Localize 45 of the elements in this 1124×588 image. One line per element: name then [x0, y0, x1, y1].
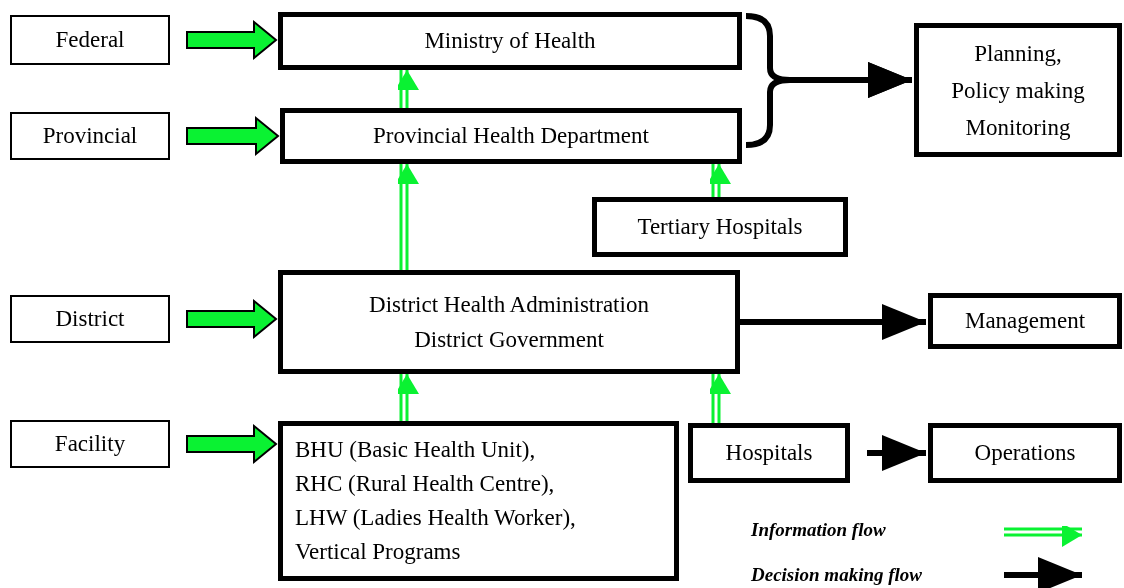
level-label-box [10, 420, 170, 468]
double-arrow [395, 68, 419, 110]
node-text: Policy making [951, 76, 1085, 105]
node-text: District Health Administration [369, 291, 649, 319]
process-box [280, 108, 742, 164]
node-text: Facility [54, 430, 126, 458]
level-label-box [10, 295, 170, 343]
double-arrow [395, 162, 419, 272]
node-text: BHU (Basic Health Unit), [295, 436, 536, 464]
node-text: Monitoring [965, 113, 1071, 142]
process-box [914, 23, 1122, 157]
node-text: Tertiary Hospitals [637, 213, 803, 241]
block-arrow [186, 298, 278, 340]
node-text: Vertical Programs [295, 538, 461, 566]
node-text: District Government [414, 326, 604, 354]
process-box [928, 423, 1122, 483]
process-box [688, 423, 850, 483]
node-text: Provincial [42, 122, 138, 150]
node-text: Management [964, 307, 1086, 335]
block-arrow [186, 19, 278, 61]
node-text: Operations [974, 439, 1076, 467]
process-box [592, 197, 848, 257]
node-text: Hospitals [725, 439, 813, 467]
double-arrow [707, 372, 731, 425]
arrow [740, 304, 926, 340]
block-arrow [186, 423, 278, 465]
legend-text: Decision making flow [751, 564, 922, 586]
double-arrow [395, 372, 419, 423]
node-text: LHW (Ladies Health Worker), [295, 504, 576, 532]
node-text: Planning, [974, 39, 1062, 68]
double-arrow [707, 162, 731, 199]
arrow [867, 435, 926, 471]
node-text: District [55, 305, 125, 333]
process-box [278, 421, 679, 581]
level-label-box [10, 15, 170, 65]
block-arrow [186, 115, 280, 157]
node-text: RHC (Rural Health Centre), [295, 470, 555, 498]
node-text: Federal [55, 26, 125, 54]
process-box [278, 270, 740, 374]
node-text: Provincial Health Department [373, 122, 649, 150]
level-label-box [10, 112, 170, 160]
node-text: Ministry of Health [424, 27, 596, 55]
process-box [928, 293, 1122, 349]
process-box [278, 12, 742, 70]
legend-text: Information flow [751, 519, 886, 541]
